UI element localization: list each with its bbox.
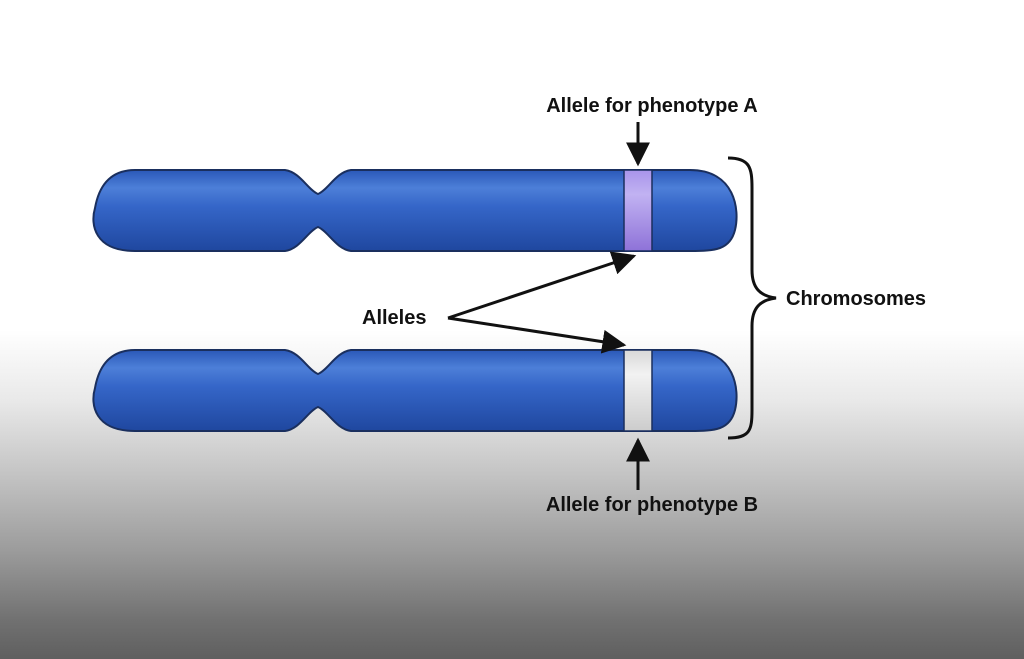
arrow-alleles-to-top bbox=[447, 251, 637, 320]
allele-b-label: Allele for phenotype B bbox=[546, 494, 758, 516]
arrow-alleles-to-bottom bbox=[447, 316, 627, 354]
chromosome-top-body bbox=[92, 169, 738, 252]
chromosome-bottom-body bbox=[92, 349, 738, 432]
chromosomes-label: Chromosomes bbox=[786, 288, 926, 310]
chromosomes-brace bbox=[727, 156, 777, 440]
chromosome-bottom bbox=[92, 349, 738, 432]
alleles-label: Alleles bbox=[362, 307, 426, 329]
allele-b-band bbox=[623, 349, 653, 432]
chromosome-top bbox=[92, 169, 738, 252]
allele-a-band bbox=[623, 169, 653, 252]
allele-a-label: Allele for phenotype A bbox=[546, 95, 758, 117]
